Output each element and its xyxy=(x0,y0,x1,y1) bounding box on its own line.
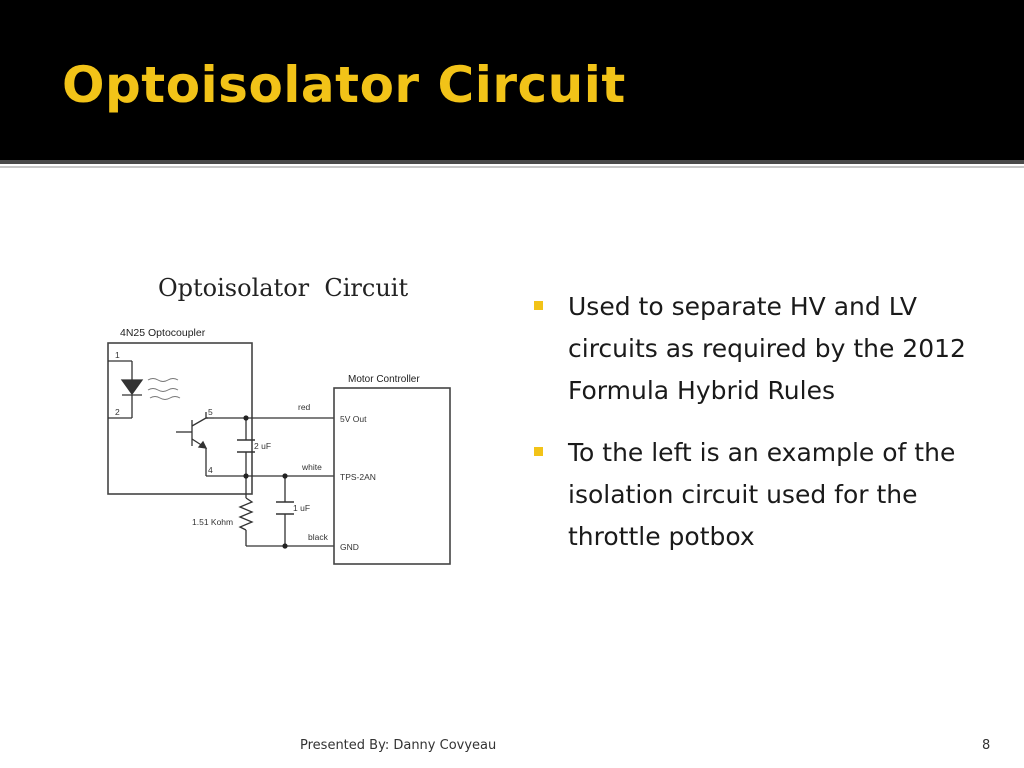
bullet-item: Used to separate HV and LV circuits as r… xyxy=(534,286,974,412)
controller-pin-tps-2an: TPS-2AN xyxy=(340,472,376,482)
bullet-list: Used to separate HV and LV circuits as r… xyxy=(534,286,974,578)
resistor-label: 1.51 Kohm xyxy=(192,517,233,527)
circuit-diagram-svg: Optoisolator Circuit 4N25 Optocoupler 1 … xyxy=(107,274,451,565)
bullet-text: Used to separate HV and LV circuits as r… xyxy=(568,292,966,405)
bullet-marker-icon xyxy=(534,301,543,310)
header-divider-light xyxy=(0,166,1024,168)
capacitor-2uf-icon xyxy=(237,439,255,453)
resistor-icon xyxy=(238,497,254,531)
capacitor-2uf-label: 2 uF xyxy=(254,441,271,451)
controller-pin-5v-out: 5V Out xyxy=(340,414,367,424)
light-emission-icon xyxy=(147,378,181,400)
capacitor-1uf-label: 1 uF xyxy=(293,503,310,513)
controller-pin-gnd: GND xyxy=(340,542,359,552)
pin-1-label: 1 xyxy=(115,350,120,360)
header-divider xyxy=(0,160,1024,164)
wire-white-label: white xyxy=(301,462,322,472)
optocoupler-label: 4N25 Optocoupler xyxy=(120,327,206,339)
phototransistor-icon xyxy=(176,417,208,449)
wire-red-label: red xyxy=(298,402,311,412)
pin-2-label: 2 xyxy=(115,407,120,417)
footer-presenter: Presented By: Danny Covyeau xyxy=(300,738,497,753)
title-bar: Optoisolator Circuit xyxy=(0,0,1024,160)
junction-dots xyxy=(243,415,288,549)
wiring xyxy=(205,412,334,547)
motor-controller-label: Motor Controller xyxy=(348,374,420,385)
capacitor-1uf-icon xyxy=(276,501,294,515)
circuit-diagram: Optoisolator Circuit 4N25 Optocoupler 1 … xyxy=(96,262,466,578)
page-number: 8 xyxy=(982,738,991,753)
motor-controller-box xyxy=(333,387,451,565)
bullet-text: To the left is an example of the isolati… xyxy=(568,438,956,551)
wire-black-label: black xyxy=(308,532,329,542)
bullet-item: To the left is an example of the isolati… xyxy=(534,432,974,558)
pin-4-label: 4 xyxy=(208,465,213,475)
bullet-marker-icon xyxy=(534,447,543,456)
led-icon xyxy=(108,360,144,419)
pin-5-label: 5 xyxy=(208,407,213,417)
diagram-title: Optoisolator Circuit xyxy=(158,274,408,302)
slide-title: Optoisolator Circuit xyxy=(62,56,626,114)
